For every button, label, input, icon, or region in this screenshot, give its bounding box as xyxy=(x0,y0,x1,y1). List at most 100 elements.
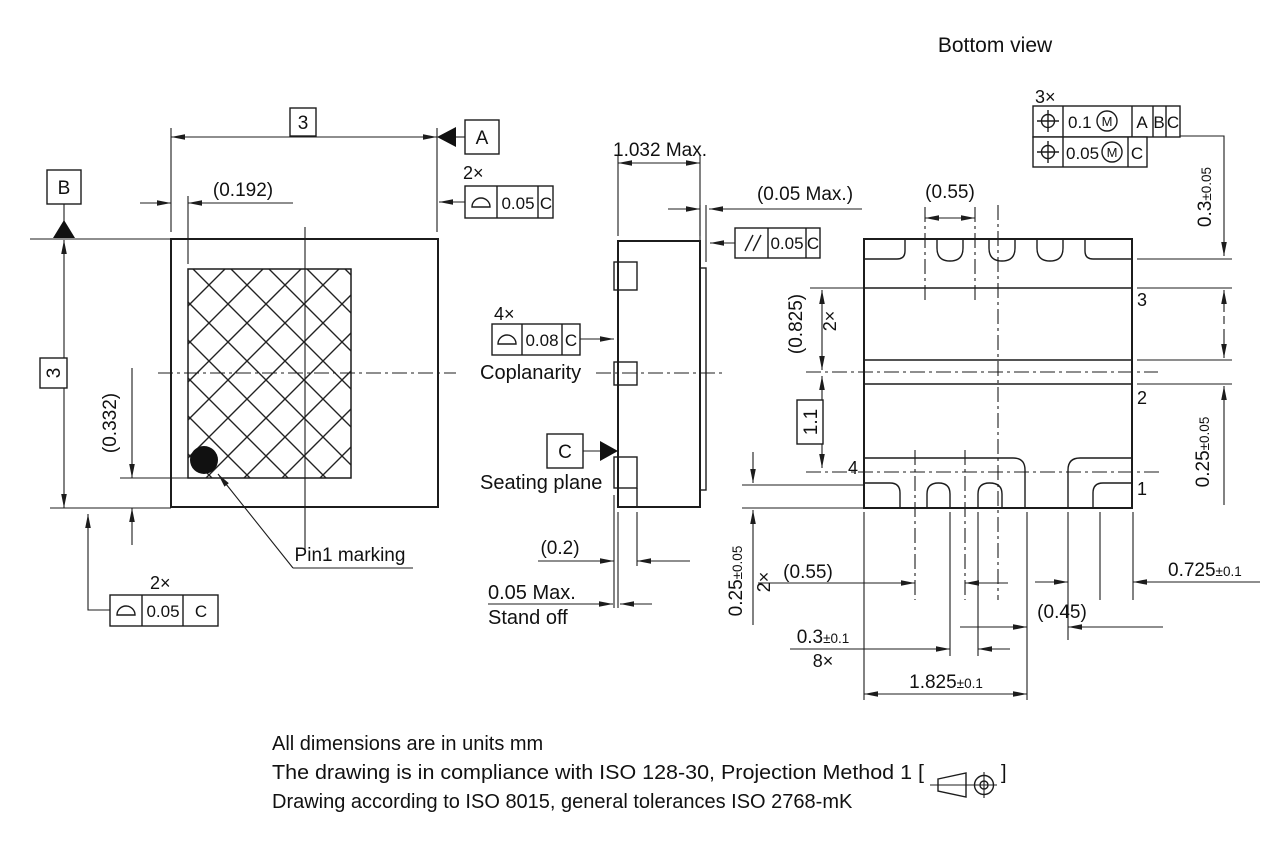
dim-value: 0.3 xyxy=(1195,201,1216,227)
fcf-leader xyxy=(1180,135,1227,256)
datum-b-label: B xyxy=(58,178,71,199)
fcf-edge-bottom-qty: 2× xyxy=(150,573,171,593)
terminal-pad xyxy=(613,456,638,489)
dim-mark-y: (0.332) xyxy=(100,393,121,453)
fcf-r2-tol: 0.05 xyxy=(1066,144,1099,163)
note-line2: The drawing is in compliance with ISO 12… xyxy=(272,762,924,784)
dim-mark-x: (0.192) xyxy=(213,180,273,201)
bottom-view-title: Bottom view xyxy=(938,34,1053,57)
seating-plane-label: Seating plane xyxy=(480,472,602,494)
mmc-circle-icon xyxy=(1096,110,1118,132)
dim-tolerance: ±0.1 xyxy=(1216,564,1242,579)
fcf-position-qty: 3× xyxy=(1035,87,1056,107)
basic-dim-box xyxy=(796,399,824,445)
fcf-r2-mod: M xyxy=(1107,145,1118,160)
coplanarity-label: Coplanarity xyxy=(480,362,581,384)
datum-a-triangle xyxy=(437,127,456,147)
pad4-outline xyxy=(864,457,1026,508)
pin1-leader xyxy=(217,473,294,569)
dim-pin1pad: 0.725±0.1 xyxy=(1168,560,1242,581)
basic-dim-box xyxy=(39,357,68,389)
dim-bot-pitch: (0.55) xyxy=(783,562,833,583)
first-angle-projection-icon xyxy=(930,772,997,798)
dim-overall-width: 3 xyxy=(298,113,309,134)
scallop-notch xyxy=(1036,239,1064,262)
profile-of-surface-icon xyxy=(471,197,491,208)
dim-value: 0.25 xyxy=(726,579,747,616)
profile-of-surface-icon xyxy=(497,334,517,345)
fcf-edge-top-tol: 0.05 xyxy=(501,194,534,213)
corner-bump xyxy=(864,482,901,508)
pin-1-label: 1 xyxy=(1137,479,1147,499)
pin1-marking-label: Pin1 marking xyxy=(295,545,406,566)
dim-tolerance: ±0.05 xyxy=(1197,417,1212,451)
fcf-r1-tol: 0.1 xyxy=(1068,113,1092,132)
position-icon xyxy=(1037,141,1059,163)
fcf-coplanarity-frame xyxy=(491,323,581,356)
dim-corner: (0.45) xyxy=(1037,602,1087,623)
pad1-outline xyxy=(1067,457,1132,508)
dim-side-pad: (0.825) xyxy=(786,294,807,354)
profile-of-surface-icon xyxy=(116,605,136,616)
fcf-edge-bottom-tol: 0.05 xyxy=(146,602,179,621)
dim-notch-qty: 8× xyxy=(813,651,834,671)
datum-b-triangle xyxy=(53,220,75,238)
fcf-r1-datum-a: A xyxy=(1136,113,1148,132)
note-line3: Drawing according to ISO 8015, general t… xyxy=(272,791,853,813)
fcf-edge-top-datum: C xyxy=(540,194,552,213)
dim-overall-height: 3 xyxy=(44,368,65,379)
note-line2-close: ] xyxy=(1001,762,1007,784)
fcf-edge-top-qty: 2× xyxy=(463,163,484,183)
standoff-label: Stand off xyxy=(488,607,568,629)
position-icon xyxy=(1037,110,1059,132)
dim-pads14: 0.25±0.05 xyxy=(726,546,747,617)
corner-bump xyxy=(1092,482,1132,508)
dim-value: 1.825 xyxy=(909,672,957,693)
dim-tolerance: ±0.1 xyxy=(823,631,849,646)
dim-pad2: 0.25±0.05 xyxy=(1193,417,1214,488)
fcf-coplanarity-qty: 4× xyxy=(494,304,515,324)
dim-pitch-v: 1.1 xyxy=(801,409,822,435)
notes: All dimensions are in units mm The drawi… xyxy=(272,733,1007,813)
bottom-view: Bottom view 3 2 1 4 3× xyxy=(726,34,1260,700)
mmc-circle-icon xyxy=(1101,141,1123,163)
fcf-edge-bottom-datum: C xyxy=(195,602,207,621)
fcf-r2-datum: C xyxy=(1131,144,1143,163)
dim-value: 0.3 xyxy=(797,627,823,648)
datum-a-box xyxy=(464,119,500,155)
fcf-leader xyxy=(85,514,110,611)
thin-layer xyxy=(699,267,707,491)
dim-pad3: 0.3±0.05 xyxy=(1195,167,1216,227)
side-body xyxy=(617,240,701,508)
pin-2-label: 2 xyxy=(1137,388,1147,408)
dim-height: 1.032 Max. xyxy=(613,140,707,161)
dim-notch: 0.3±0.1 xyxy=(797,627,850,648)
dim-pad4len: 1.825±0.1 xyxy=(909,672,983,693)
fcf-parallelism-tol: 0.05 xyxy=(770,234,803,253)
datum-a-label: A xyxy=(476,128,489,149)
scallop-bump xyxy=(926,482,951,508)
scallop-bump xyxy=(977,482,1003,508)
corner-cutout xyxy=(1084,239,1132,260)
fcf-r1-mod: M xyxy=(1102,114,1113,129)
standoff-value: 0.05 Max. xyxy=(488,582,576,604)
note-line1: All dimensions are in units mm xyxy=(272,733,543,755)
fcf-r1-datum-c: C xyxy=(1167,113,1179,132)
fcf-edge-bottom-frame xyxy=(109,594,219,627)
fcf-coplanarity-tol: 0.08 xyxy=(525,331,558,350)
fcf-r1-datum-b: B xyxy=(1153,113,1164,132)
terminal-pad xyxy=(613,261,638,291)
pin1-dot xyxy=(190,446,218,474)
dim-top-pitch: (0.55) xyxy=(925,182,975,203)
dim-terminal: (0.2) xyxy=(540,538,579,559)
dim-tolerance: ±0.1 xyxy=(957,676,983,691)
top-view: Pin1 marking 3 A (0.192) B 3 (0.332) xyxy=(30,107,554,627)
parallelism-icon xyxy=(744,234,762,252)
datum-c-label: C xyxy=(558,442,572,463)
fcf-parallelism-datum: C xyxy=(807,234,819,253)
fcf-coplanarity-datum: C xyxy=(565,331,577,350)
side-view: 1.032 Max. (0.05 Max.) 0.05 C 4× 0.08 C … xyxy=(480,140,862,629)
dim-layer: (0.05 Max.) xyxy=(757,184,853,205)
